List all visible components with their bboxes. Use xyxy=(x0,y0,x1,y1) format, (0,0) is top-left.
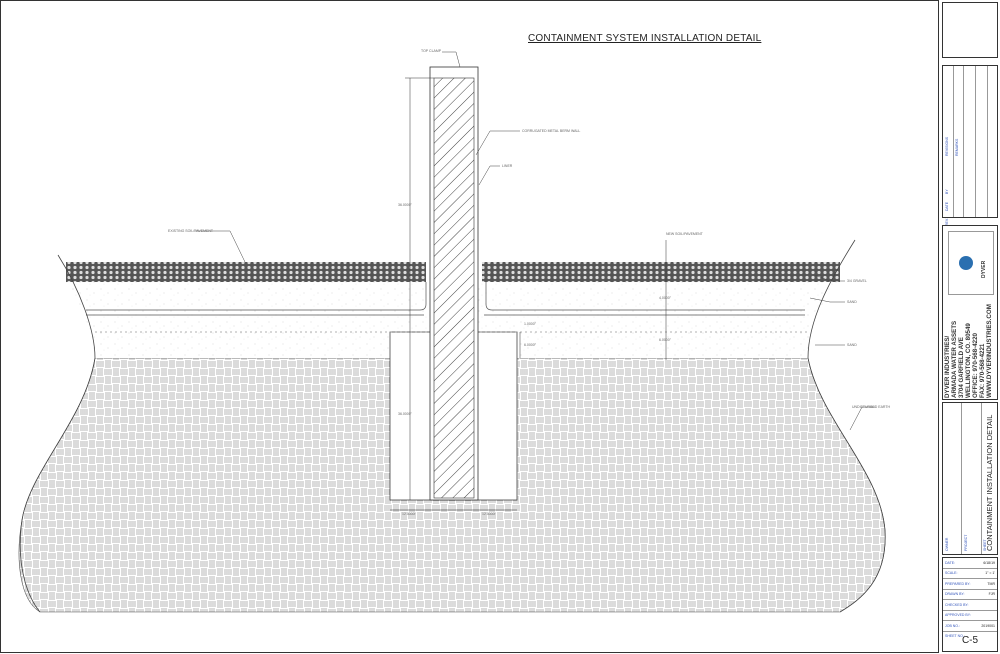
dim-embed-depth: 36.0000" xyxy=(398,412,412,416)
info-row-scale: SCALE: 1" = 1' xyxy=(943,569,997,579)
dim-sand-lower: 6.0000" xyxy=(524,343,536,347)
info-row-date: DATE: 6/18/19 xyxy=(943,558,997,569)
label-gravel: 3/4 GRAVEL xyxy=(847,279,867,283)
dim-gravel-depth: 4.0000" xyxy=(659,296,671,300)
logo-icon xyxy=(959,256,973,270)
revisions-box: REV. DATE BY REVISIONS REMARKS xyxy=(942,65,998,226)
dim-sand-upper: 6.0000" xyxy=(659,338,671,342)
info-row-checked: CHECKED BY: xyxy=(943,600,997,611)
drawing-title: CONTAINMENT SYSTEM INSTALLATION DETAIL xyxy=(528,33,762,44)
info-label: DATE: xyxy=(945,560,956,565)
title-block-top xyxy=(942,2,998,58)
company-line: DYVER INDUSTRIES/ xyxy=(944,335,951,398)
sheet-number: C-5 xyxy=(961,635,979,646)
info-value: 2019001 xyxy=(981,623,995,628)
sheet-title: CONTAINMENT INSTALLATION DETAIL xyxy=(985,414,994,551)
label-berm-wall: CORRUGATED METAL BERM WALL xyxy=(522,129,581,133)
info-row-sheet: SHEET NO.: xyxy=(943,632,997,642)
label-new-pavement: NEW SOIL/PAVEMENT xyxy=(666,232,703,236)
remarks-header: REMARKS xyxy=(955,138,959,156)
label-undisturbed-earth: UNDISTURBED EARTH xyxy=(852,405,891,409)
label-liner: LINER xyxy=(502,164,513,168)
owner-label: OWNER xyxy=(945,537,949,551)
info-label: DRAWN BY: xyxy=(945,592,965,597)
info-box: DATE: 6/18/19 SCALE: 1" = 1' PREPARED BY: T… xyxy=(942,557,998,652)
company-logo: DYVER xyxy=(948,231,994,295)
info-row-prepared: PREPARED BY: TMR xyxy=(943,579,997,590)
info-label: SHEET NO.: xyxy=(945,634,965,639)
project-label: PROJECT xyxy=(964,534,968,551)
company-line: WWW.DYVERINDUSTRIES.COM xyxy=(986,304,993,398)
dim-liner-gap: 1.0000" xyxy=(524,322,536,326)
by-header: BY xyxy=(945,189,949,194)
info-label: APPROVED BY: xyxy=(945,613,971,618)
dim-footing-right: 12.0000" xyxy=(482,512,496,516)
company-line: ARMADA WATER ASSETS xyxy=(951,320,958,398)
info-row-drawn: DRAWN BY: FJR xyxy=(943,590,997,600)
label-sand-upper: SAND xyxy=(847,300,857,304)
info-label: CHECKED BY: xyxy=(945,602,969,607)
info-value: 6/18/19 xyxy=(983,560,995,565)
dim-footing-left: 12.0000" xyxy=(402,512,416,516)
corrugated-berm-wall xyxy=(433,77,475,499)
gravel-layer-left xyxy=(66,262,426,282)
info-label: PREPARED BY: xyxy=(945,581,971,586)
dim-wall-height: 36.0000" xyxy=(398,203,412,207)
label-sand-lower: SAND xyxy=(847,343,857,347)
label-existing-pavement: EXISTING SOIL/PAVEMENT xyxy=(168,229,213,233)
info-value: FJR xyxy=(988,592,995,597)
gravel-layer-right xyxy=(482,262,840,282)
date-header: DATE xyxy=(945,201,949,211)
company-line: 3704 GARFIELD AVE xyxy=(958,337,965,398)
company-line: WELLINGTON, CO. 80549 xyxy=(965,323,972,398)
info-value: 1" = 1' xyxy=(985,571,995,576)
info-value: TMR xyxy=(987,581,995,586)
company-box: DYVER DYVER INDUSTRIES/ ARMADA WATER ASS… xyxy=(942,225,998,400)
label-top-clamp: TOP CLAMP xyxy=(421,49,442,53)
info-label: JOB NO.: xyxy=(945,623,960,628)
info-label: SCALE: xyxy=(945,571,958,576)
company-line: FAX: 970-568-4221 xyxy=(979,343,986,398)
info-row-job: JOB NO.: 2019001 xyxy=(943,621,997,632)
revisions-header: REVISIONS xyxy=(945,136,949,156)
company-address: DYVER INDUSTRIES/ ARMADA WATER ASSETS 37… xyxy=(944,304,993,398)
logo-text: DYVER xyxy=(981,260,987,278)
info-row-approved: APPROVED BY: xyxy=(943,611,997,621)
company-line: OFFICE: 970-568-4220 xyxy=(972,333,979,398)
installation-detail-drawing xyxy=(0,0,939,653)
project-box: OWNER PROJECT SHEET CONTAINMENT INSTALLA… xyxy=(942,402,998,555)
